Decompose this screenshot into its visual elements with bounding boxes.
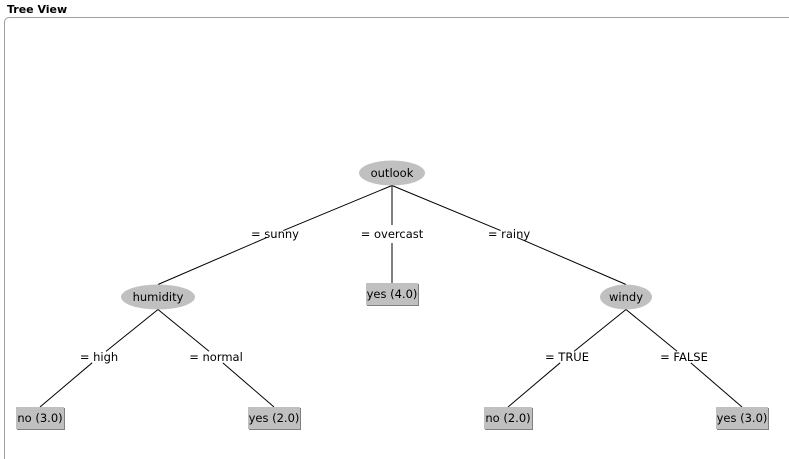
edges-layer: = sunny = overcast = rainy = high = normal = … — [39, 185, 743, 408]
edge-label: = sunny — [251, 227, 299, 241]
edge-line — [222, 362, 275, 408]
leaf-node[interactable]: no (3.0) — [16, 407, 65, 430]
leaf-node[interactable]: no (2.0) — [484, 407, 533, 430]
leaf-box — [366, 283, 418, 305]
edge-line — [507, 362, 561, 408]
tree-view-panel — [4, 17, 789, 459]
tree-edge: = rainy — [391, 185, 627, 285]
edge-label: = normal — [189, 350, 243, 364]
edge-label: = high — [80, 350, 118, 364]
edge-label: = rainy — [488, 227, 531, 241]
node-oval — [600, 284, 652, 310]
edge-line — [105, 309, 159, 352]
edge-label: = overcast — [361, 227, 424, 241]
edge-line — [573, 309, 627, 352]
edge-line — [690, 362, 743, 408]
tree-edge: = FALSE — [625, 309, 743, 408]
leaf-node[interactable]: yes (4.0) — [366, 283, 419, 306]
attribute-node[interactable]: outlook — [359, 160, 425, 186]
edge-line — [517, 237, 627, 285]
node-label: no (2.0) — [485, 411, 530, 425]
node-label: yes (2.0) — [249, 411, 300, 425]
node-label: humidity — [133, 290, 184, 304]
leaf-node[interactable]: yes (2.0) — [248, 407, 301, 430]
node-label: outlook — [371, 166, 414, 180]
node-label: windy — [609, 290, 643, 304]
tree-edge: = TRUE — [507, 309, 627, 408]
leaf-box — [716, 407, 768, 429]
leaf-box — [248, 407, 300, 429]
attribute-node[interactable]: humidity — [121, 284, 195, 310]
edge-line — [391, 185, 501, 232]
leaf-box — [484, 407, 532, 429]
tree-edge: = overcast — [361, 185, 424, 283]
edge-line — [157, 309, 210, 352]
panel-title: Tree View — [7, 3, 68, 16]
edge-label: = FALSE — [660, 350, 708, 364]
tree-edge: = normal — [157, 309, 275, 408]
leaf-box — [16, 407, 64, 429]
edge-label: = TRUE — [545, 350, 589, 364]
nodes-layer: outlook humidity windy no (3.0) yes (2.0) yes… — [16, 160, 769, 430]
leaf-node[interactable]: yes (3.0) — [716, 407, 769, 430]
node-label: yes (4.0) — [367, 287, 418, 301]
node-oval — [121, 284, 195, 310]
edge-line — [157, 237, 267, 285]
edge-line — [39, 362, 93, 408]
node-label: no (3.0) — [17, 411, 62, 425]
attribute-node[interactable]: windy — [600, 284, 652, 310]
tree-edge: = high — [39, 309, 159, 408]
tree-edge: = sunny — [157, 185, 393, 285]
node-label: yes (3.0) — [717, 411, 768, 425]
edge-line — [283, 185, 393, 232]
node-oval — [359, 160, 425, 186]
edge-line — [625, 309, 678, 352]
